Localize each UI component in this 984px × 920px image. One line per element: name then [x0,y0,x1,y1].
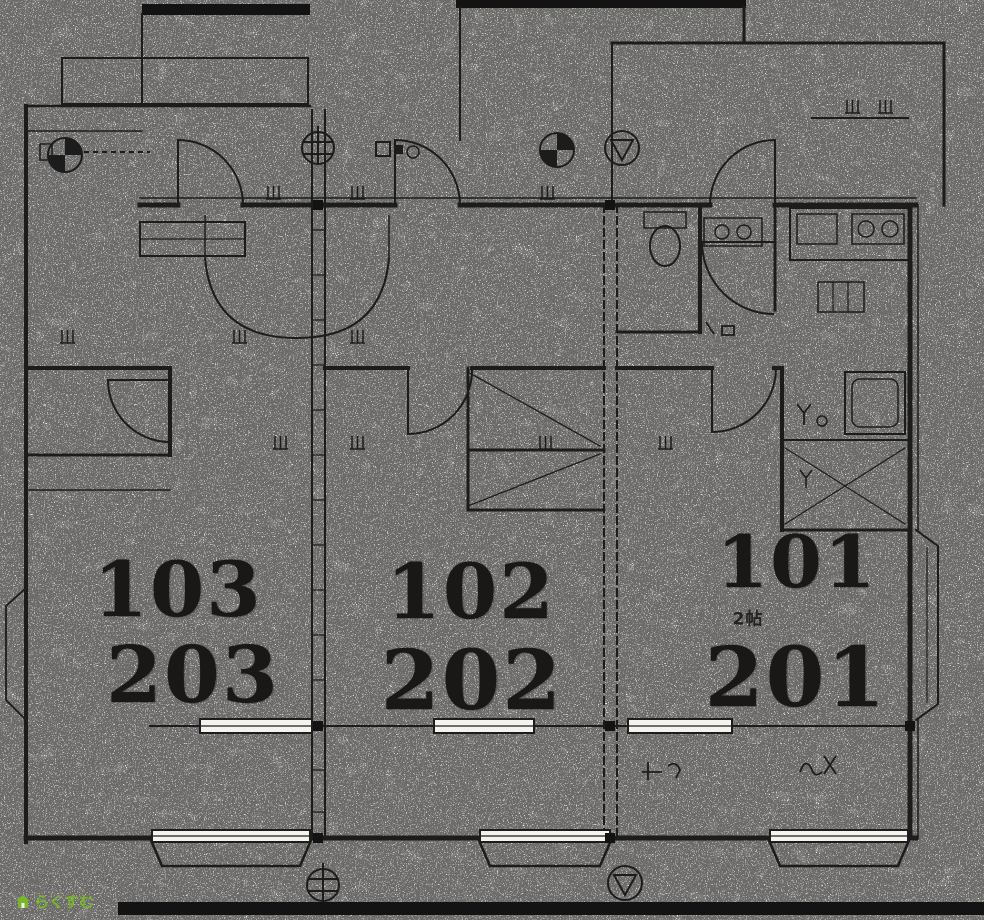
room-door-left [106,379,171,443]
room-number-203: 203 [106,630,280,721]
entry-door-middle [394,138,461,206]
toilet-bowl [649,225,681,267]
scan-edge-bar [118,902,984,915]
faucet-mark [796,403,812,425]
room-number-202: 202 [380,633,564,729]
room-number-103: 103 [93,545,263,634]
toilet-tank [643,211,687,229]
scribbles-group [313,200,915,843]
fixture-symbol-icon [375,141,391,157]
windows-group [151,718,909,843]
symbols-group [39,125,643,902]
walls-group [5,0,946,868]
double-door-arch [204,257,390,340]
handwritten-scribble [642,762,681,780]
fan-quadrant-symbol-icon [539,132,575,168]
bathroom-door [700,241,775,315]
entry-door-left [177,138,244,206]
bathtub [844,371,906,435]
rakusumu-watermark: らくすむ [16,891,94,912]
room-number-101: 101 [716,519,878,604]
fixtures-group [139,207,911,488]
entry-door-right [709,138,776,206]
room-number-102: 102 [386,547,556,636]
cabinet [817,281,865,313]
faucet-mark [799,469,813,488]
handwritten-scribble [705,321,735,336]
room-number-201: 201 [704,630,888,726]
handwritten-scribble [799,755,837,776]
house-icon [16,894,30,909]
room-door-middle [407,367,474,436]
room-size-note: 2帖 [732,609,764,630]
washbasin [703,217,763,247]
fixture-symbol-icon [406,145,420,159]
kitchen-sink [796,213,838,245]
kitchen-counter [789,207,911,261]
room-door-right [711,367,777,434]
watermark-text: らくすむ [34,893,95,911]
fan-quadrant-symbol-icon [47,137,83,173]
fixture-symbol-icon [394,145,403,154]
gas-stove [851,213,905,245]
doors-group [106,138,777,443]
